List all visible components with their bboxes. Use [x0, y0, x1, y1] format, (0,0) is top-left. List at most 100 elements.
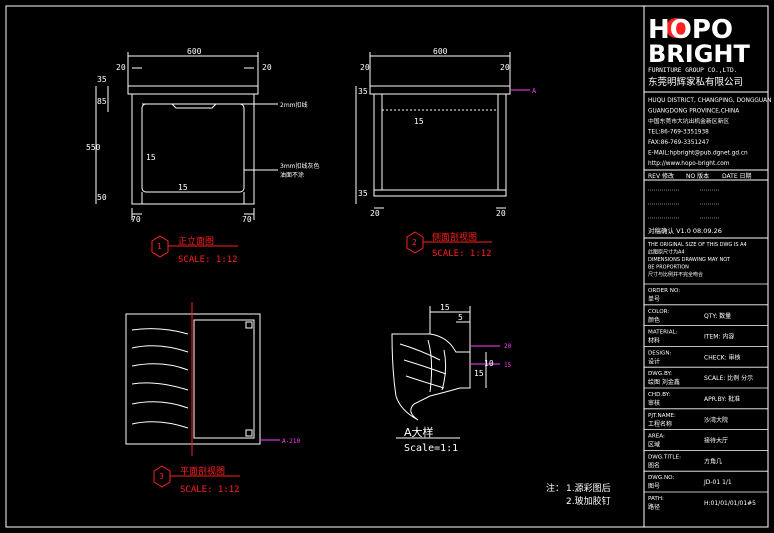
front-body [131, 93, 255, 205]
front-dim-left-inset: 20 [116, 63, 126, 72]
view-number-badge [406, 231, 424, 254]
view-number-badge [151, 235, 169, 258]
logo-company-cn: 东莞明辉家私有限公司 [648, 76, 743, 88]
title-field-label: PATH: [648, 496, 664, 502]
side-callout-ref: A [532, 87, 537, 95]
rev-header-1: NO 版本 [686, 172, 709, 180]
title-field-label-cn: 路径 [648, 503, 660, 511]
sheet-notes: THE ORIGINAL SIZE OF THIS DWG IS A4此图原尺寸… [647, 242, 747, 278]
front-inner-panel [141, 103, 245, 193]
title-block: HOPO BRIGHT FURNITURE GROUP CO.,LTD. 东莞明… [644, 15, 771, 511]
company-info: HUQU DISTRICT, CHANGPING, DONGGUAN GUANGD… [647, 98, 771, 167]
plan-view-label [153, 465, 240, 488]
title-field-label: PJT.NAME: [648, 413, 676, 419]
front-top-notch [142, 103, 244, 109]
side-dim-foot-left: 20 [370, 209, 380, 218]
plan-view-number: 3 [159, 472, 164, 481]
logo-company-en: FURNITURE GROUP CO.,LTD. [648, 67, 737, 74]
title-field-value: APR.BY: 批准 [704, 395, 740, 403]
detail-dim-top: 15 [440, 303, 450, 312]
side-view-number: 2 [412, 238, 417, 247]
rev-current: 对稿确认 V1.0 08.09.26 [648, 226, 722, 235]
plan-view-title: 平面剖视图 [180, 465, 225, 477]
side-section-view [355, 52, 530, 209]
front-dim-leg-left: 70 [131, 215, 141, 224]
sheet-note-line: DIMENSIONS DRAWING MAY NOT [648, 257, 731, 263]
title-field-value: JD-01 1/1 [703, 479, 732, 486]
company-info-line: http://www.hopo-bright.com [648, 161, 730, 167]
title-field-value: H:01/01/01/01#5 [704, 500, 756, 507]
side-dim-left-inset: 20 [360, 63, 370, 72]
remarks-line-1: 1.源彩图后 [566, 483, 611, 494]
logo-brand-line1: HOPO [648, 15, 733, 45]
title-field-label: DWG.BY: [648, 371, 672, 377]
detail-dim-mid: 5 [458, 313, 463, 322]
front-dim-top-band: 35 [97, 75, 107, 84]
company-info-line: GUANGDONG PROVINCE,CHINA [648, 109, 739, 115]
plan-outline [125, 313, 261, 445]
title-field-label-cn: 区域 [648, 441, 660, 449]
title-field-value: ITEM: 内容 [704, 333, 734, 341]
title-field-label: DWG.TITLE: [648, 454, 681, 460]
title-field-label: DWG.NO: [648, 475, 674, 481]
brand-logo: HOPO BRIGHT [648, 15, 750, 68]
sheet-note-line: 此图原尺寸为A4 [648, 249, 685, 256]
title-field-value: CHECK: 审核 [704, 353, 741, 361]
title-field-label-cn: 工程名称 [648, 420, 672, 428]
front-dim-inner-a: 15 [146, 153, 156, 162]
remarks-label: 注： [546, 482, 564, 494]
title-field-value: SCALE: 比例 分示 [704, 374, 753, 382]
title-field-label: MATERIAL: [648, 330, 678, 336]
title-field-label: COLOR: [648, 309, 669, 315]
remarks-line-2: 2.玻加胶钉 [566, 495, 611, 507]
company-info-line: 中国东莞市大坑出机金新区新区 [648, 117, 729, 125]
front-callout-a: 2mm扣线 [280, 101, 308, 109]
side-dim-foot-right: 20 [496, 209, 506, 218]
front-callout-b2: 油面不涂 [280, 171, 304, 179]
company-info-line: FAX:86-769-3351247 [648, 140, 709, 146]
detail-callout-a: 20 [504, 343, 512, 350]
title-field-value: 接待大厅 [704, 437, 728, 445]
logo-brand-line2: BRIGHT [648, 40, 750, 68]
front-view-number: 1 [157, 242, 162, 251]
title-field-value: 方角几 [704, 457, 722, 465]
side-dim-bottom: 35 [358, 189, 368, 198]
front-elevation-view [95, 52, 278, 220]
front-view-scale: SCALE: 1:12 [178, 255, 238, 265]
front-view-label [151, 235, 238, 258]
detail-view-title: A大样 [404, 425, 434, 439]
title-field-label: ORDER NO: [648, 288, 680, 294]
company-info-line: TEL:86-769-3351938 [647, 130, 709, 136]
front-dim-inner-b: 15 [178, 183, 188, 192]
detail-dim-pt: 10 [484, 359, 494, 368]
front-dim-right-inset: 20 [262, 63, 272, 72]
side-view-title: 侧面剖视图 [432, 231, 477, 243]
plan-section-view [125, 313, 280, 445]
sheet-note-line: 尺寸与比例并不完全吻合 [648, 271, 703, 278]
side-view-scale: SCALE: 1:12 [432, 249, 492, 259]
front-view-title: 正立面图 [178, 235, 214, 247]
sheet-note-line: BE PROPORTION [648, 265, 689, 271]
title-field-label-cn: 材料 [648, 337, 660, 345]
plan-inner [193, 319, 255, 439]
front-dim-height: 550 [86, 143, 101, 152]
company-info-line: E-MAIL:hpbright@pub.dgnet.gd.cn [648, 151, 748, 157]
sheet-border [5, 5, 769, 528]
view-number-badge [153, 465, 171, 488]
rev-header-0: REV 修改 [648, 172, 674, 180]
plan-callout-ref: A-210 [282, 438, 300, 445]
rev-header-2: DATE 日期 [722, 172, 752, 180]
title-field-value: QTY: 数量 [704, 312, 731, 320]
side-view-label [406, 231, 492, 254]
sheet-note-line: THE ORIGINAL SIZE OF THIS DWG IS A4 [647, 242, 747, 248]
title-field-label-cn: 设计 [648, 357, 660, 365]
title-field-label: DESIGN: [648, 350, 672, 356]
side-dim-width: 600 [433, 47, 448, 56]
front-dim-apron: 85 [97, 97, 107, 106]
company-info-line: HUQU DISTRICT, CHANGPING, DONGGUAN [648, 98, 771, 104]
side-bottom-shelf [373, 189, 507, 197]
side-top-slab [369, 85, 511, 95]
detail-dim-side: 15 [474, 369, 484, 378]
front-top-slab [127, 85, 259, 95]
